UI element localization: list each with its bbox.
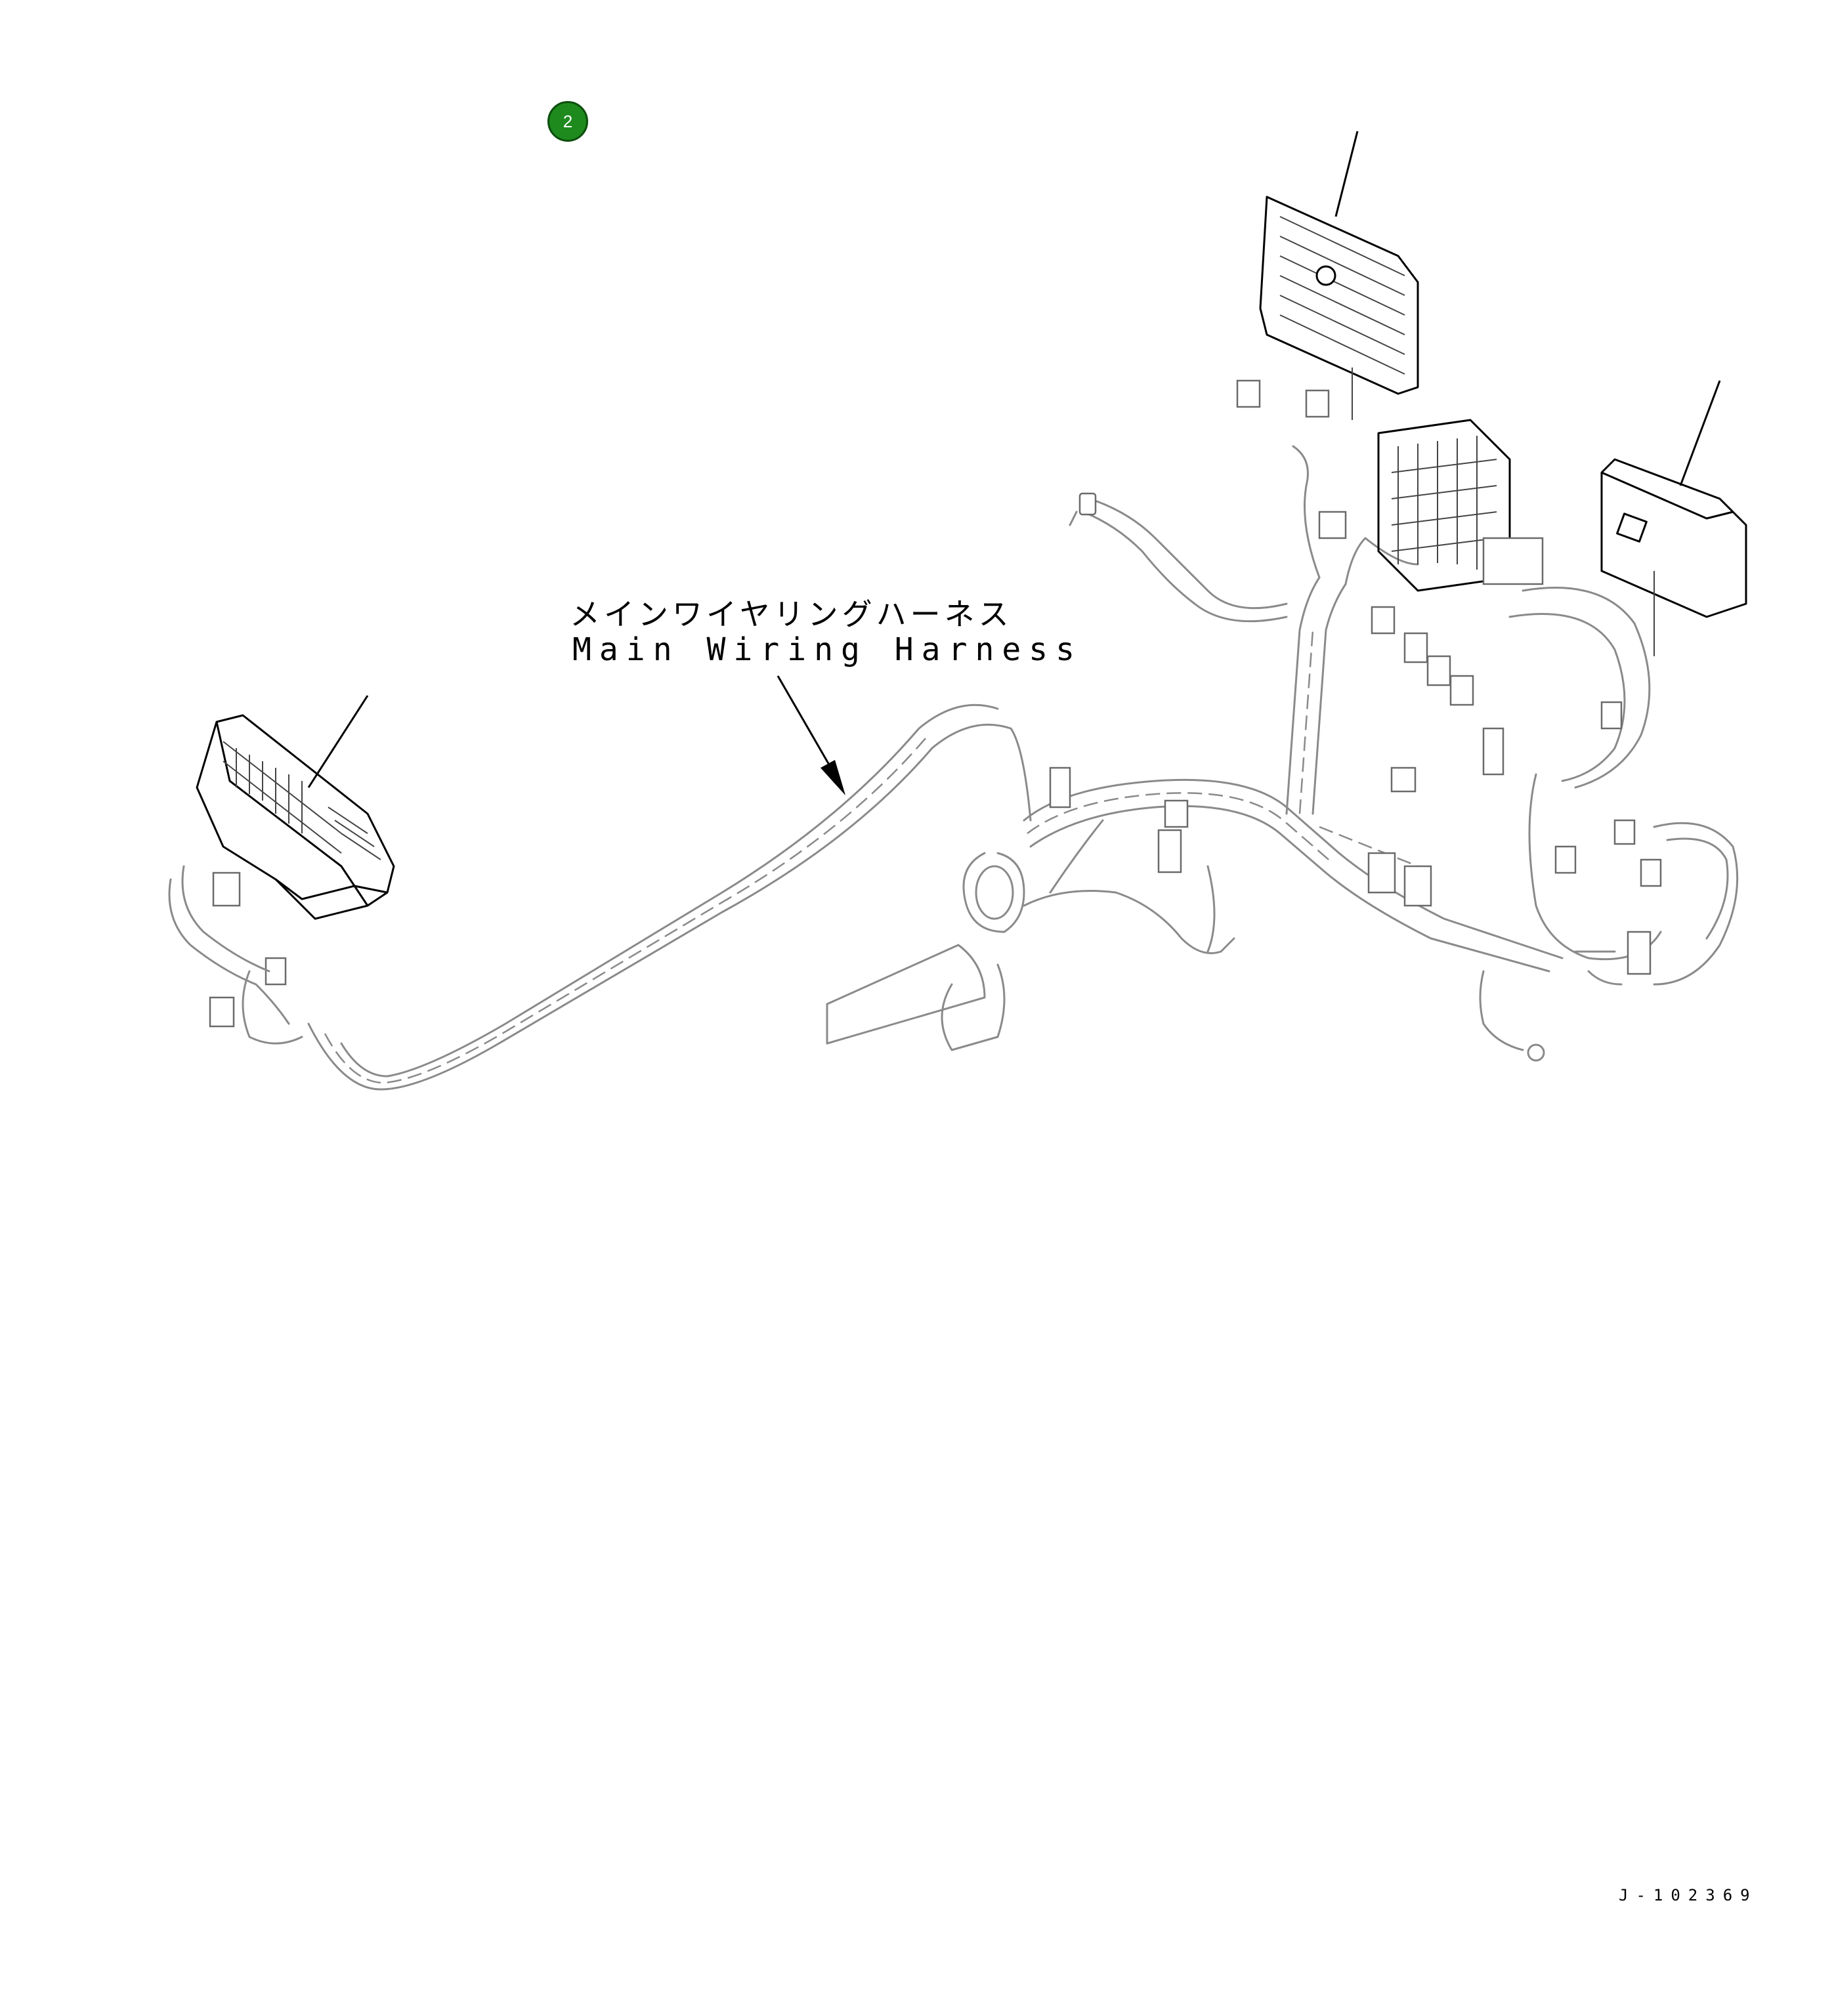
monitor-left bbox=[196, 695, 395, 920]
leader-arrow-icon bbox=[777, 675, 845, 795]
harness-label-english: Main Wiring Harness bbox=[572, 631, 1083, 668]
vertical-trunk bbox=[1285, 445, 1419, 868]
harness-branches bbox=[826, 778, 1564, 1051]
harness-label-japanese: メインワイヤリングハーネス bbox=[570, 597, 1013, 632]
drawing-number: J-102369 bbox=[1619, 1886, 1758, 1904]
connectors bbox=[209, 379, 1662, 1028]
upper-left-branch bbox=[1069, 492, 1288, 623]
ecu-box-right bbox=[1600, 380, 1747, 656]
controller-panel-top bbox=[1259, 131, 1419, 420]
callout-2-icon[interactable]: 2 bbox=[547, 101, 588, 142]
main-harness-trunk bbox=[307, 704, 1032, 1091]
harness-left-end bbox=[168, 865, 303, 1045]
fuse-relay-box bbox=[1377, 419, 1544, 592]
right-harness-loops bbox=[1479, 587, 1739, 1062]
